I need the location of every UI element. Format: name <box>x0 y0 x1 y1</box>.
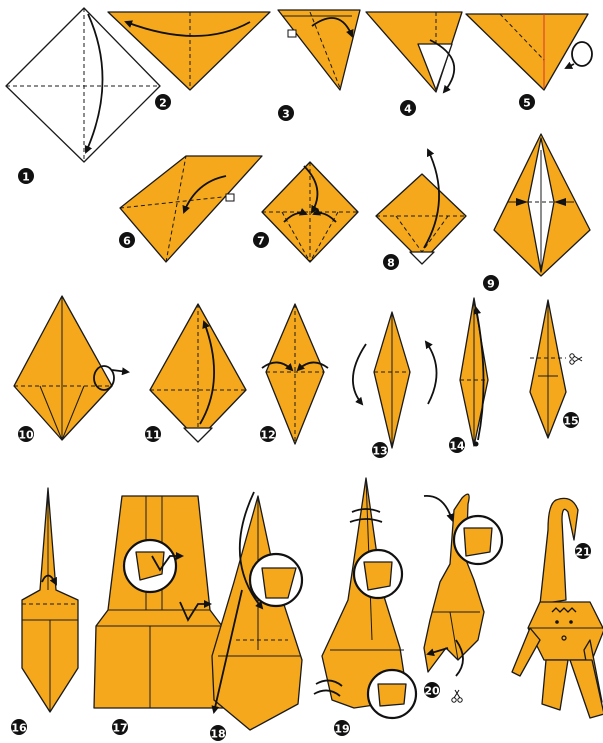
step-badge-15: 15 <box>563 412 579 428</box>
step-badge-4: 4 <box>400 100 416 116</box>
svg-text:14: 14 <box>449 440 465 453</box>
step-badge-12: 12 <box>260 426 276 442</box>
step-badge-21: 21 <box>575 543 591 559</box>
step-badge-13: 13 <box>372 442 388 458</box>
step-21-figure <box>512 498 603 718</box>
svg-text:19: 19 <box>334 723 349 736</box>
step-badge-6: 6 <box>119 232 135 248</box>
svg-text:3: 3 <box>282 108 290 121</box>
step-badge-3: 3 <box>278 105 294 121</box>
svg-text:7: 7 <box>257 235 265 248</box>
svg-text:15: 15 <box>563 415 578 428</box>
step-17-figure <box>94 496 224 708</box>
scissors-icon <box>570 354 582 364</box>
step-19-figure <box>314 478 416 718</box>
step-badge-2: 2 <box>155 94 171 110</box>
step-12-figure <box>262 304 328 444</box>
step-18-figure <box>212 492 302 730</box>
svg-text:10: 10 <box>18 429 34 442</box>
step-20-figure <box>424 494 502 702</box>
step-badge-5: 5 <box>519 94 535 110</box>
svg-text:17: 17 <box>112 722 127 735</box>
step-5-figure <box>466 14 592 90</box>
step-badge-19: 19 <box>334 720 350 736</box>
svg-text:18: 18 <box>210 728 225 741</box>
step-badge-7: 7 <box>253 232 269 248</box>
svg-text:20: 20 <box>424 685 440 698</box>
svg-text:6: 6 <box>123 235 131 248</box>
svg-text:1: 1 <box>22 171 30 184</box>
step-badge-11: 11 <box>145 426 161 442</box>
step-badge-17: 17 <box>112 719 128 735</box>
step-badge-8: 8 <box>383 254 399 270</box>
step-13-figure <box>353 312 437 448</box>
svg-text:8: 8 <box>387 257 395 270</box>
step-badge-9: 9 <box>483 275 499 291</box>
svg-text:9: 9 <box>487 278 495 291</box>
step-badge-1: 1 <box>18 168 34 184</box>
step-14-figure <box>460 298 488 447</box>
svg-text:12: 12 <box>260 429 275 442</box>
svg-text:11: 11 <box>145 429 160 442</box>
step-16-figure <box>22 488 78 712</box>
step-8-figure <box>376 150 466 264</box>
step-badge-20: 20 <box>424 682 440 698</box>
step-7-figure <box>262 162 358 262</box>
svg-text:16: 16 <box>11 722 27 735</box>
svg-text:4: 4 <box>404 103 412 116</box>
step-badge-18: 18 <box>210 725 226 741</box>
svg-text:13: 13 <box>372 445 387 458</box>
step-3-figure <box>278 10 360 90</box>
step-4-figure <box>366 12 462 92</box>
step-badge-10: 10 <box>18 426 34 442</box>
step-9-figure <box>494 134 590 276</box>
svg-text:21: 21 <box>575 546 590 559</box>
step-11-figure <box>150 304 246 442</box>
scissors-icon <box>452 690 462 702</box>
step-badge-16: 16 <box>11 719 27 735</box>
step-10-figure <box>14 296 128 440</box>
step-6-figure <box>120 156 262 262</box>
svg-text:5: 5 <box>523 97 531 110</box>
svg-text:2: 2 <box>159 97 167 110</box>
step-badge-14: 14 <box>449 437 465 453</box>
